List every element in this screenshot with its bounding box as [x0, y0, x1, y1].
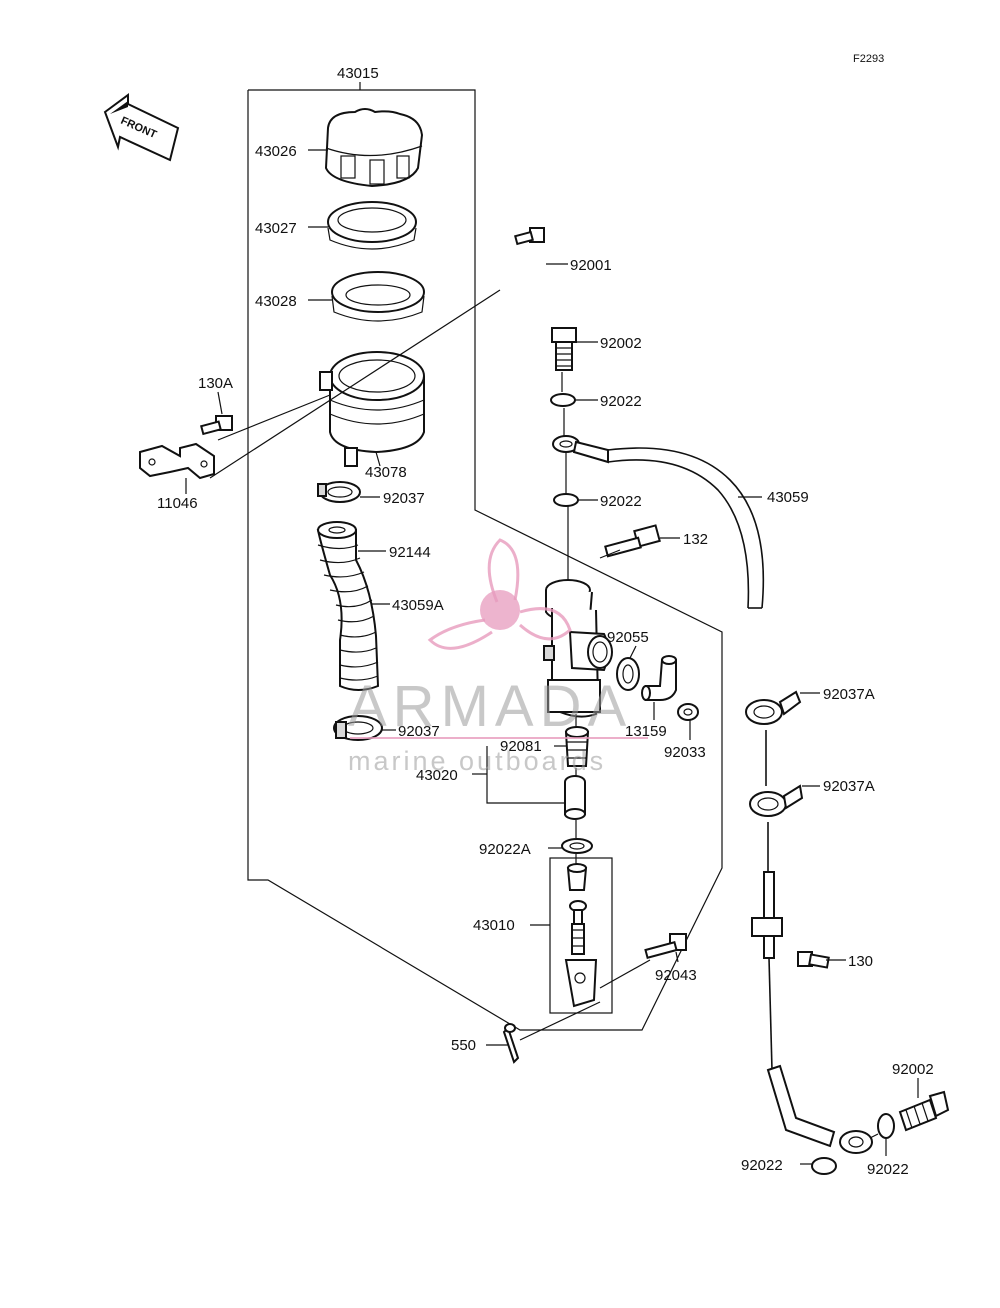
propeller-icon — [427, 538, 572, 650]
piston-43020 — [564, 775, 586, 820]
grommet-92037A-upper — [745, 690, 802, 725]
label-92002-top: 92002 — [600, 335, 642, 352]
brake-hose — [607, 447, 765, 609]
label-11046: 11046 — [157, 495, 198, 512]
banjo-bolt-bottom — [898, 1090, 950, 1132]
cotter-pin-550 — [502, 1023, 520, 1064]
label-92022-a: 92022 — [600, 393, 642, 410]
label-43078: 43078 — [365, 464, 407, 481]
o-ring-92055 — [616, 657, 640, 691]
washer-92022-bottom-right — [877, 1113, 895, 1139]
label-92001: 92001 — [570, 257, 612, 274]
front-arrow-icon: FRONT — [103, 93, 180, 162]
assembly-outline-43010 — [549, 857, 613, 1014]
label-43028: 43028 — [255, 293, 297, 310]
elbow-fitting-13159 — [641, 655, 677, 701]
hose-clamp-upper — [317, 481, 361, 503]
label-130A: 130A — [198, 375, 233, 392]
label-92037-b: 92037 — [398, 723, 440, 740]
reservoir-cap — [324, 108, 424, 188]
push-rod-assembly — [564, 863, 598, 1008]
label-13159: 13159 — [625, 723, 667, 740]
label-43015: 43015 — [337, 65, 379, 82]
label-92022A: 92022A — [479, 841, 531, 858]
lower-brake-hose — [751, 730, 873, 1154]
boot-92081 — [564, 726, 590, 767]
label-92037A-b: 92037A — [823, 778, 875, 795]
label-92033: 92033 — [664, 744, 706, 761]
label-132: 132 — [683, 531, 708, 548]
label-92055: 92055 — [607, 629, 649, 646]
bolt-130 — [797, 951, 830, 969]
label-550: 550 — [451, 1037, 476, 1054]
bolt-92043 — [644, 933, 687, 959]
watermark-title: ARMADA — [348, 674, 632, 739]
reservoir — [319, 351, 425, 467]
watermark: ARMADA marine outboards — [348, 538, 648, 776]
grommet-92037A-lower — [749, 784, 804, 817]
watermark-subtitle: marine outboards — [348, 746, 606, 776]
bolt-130A — [200, 415, 233, 436]
label-92002-bottom: 92002 — [892, 1061, 934, 1078]
label-92043: 92043 — [655, 967, 697, 984]
reservoir-hose — [316, 521, 380, 691]
mounting-bracket — [139, 442, 215, 480]
label-92144: 92144 — [389, 544, 431, 561]
figure-code: F2293 — [853, 53, 884, 65]
part-labels: 43015 43026 43027 43028 92001 92002 9202… — [157, 65, 934, 1178]
circlip-92022A — [561, 838, 593, 854]
label-130: 130 — [848, 953, 873, 970]
label-92037A-a: 92037A — [823, 686, 875, 703]
diaphragm — [331, 271, 425, 322]
assembly-outline-43015 — [247, 82, 723, 1031]
washer-92022-bottom-left — [811, 1157, 837, 1175]
label-92037-a: 92037 — [383, 490, 425, 507]
banjo-bolt-top — [551, 327, 577, 371]
label-43026: 43026 — [255, 143, 297, 160]
diaphragm-plate — [327, 201, 417, 250]
clip-92033 — [677, 703, 699, 721]
label-43010: 43010 — [473, 917, 515, 934]
label-43020: 43020 — [416, 767, 458, 784]
leader-lines — [185, 149, 919, 1165]
washer-92022-second — [553, 493, 579, 507]
washer-92022-top — [550, 393, 576, 407]
label-43027: 43027 — [255, 220, 297, 237]
hose-clamp-lower — [333, 715, 383, 741]
label-92022-d: 92022 — [867, 1161, 909, 1178]
label-92022-b: 92022 — [600, 493, 642, 510]
banjo-fitting-upper — [552, 435, 609, 464]
label-43059: 43059 — [767, 489, 809, 506]
bolt-132 — [604, 524, 661, 558]
propeller-hub — [480, 590, 520, 630]
label-92022-c: 92022 — [741, 1157, 783, 1174]
label-92081: 92081 — [500, 738, 542, 755]
label-43059A: 43059A — [392, 597, 444, 614]
bolt-92001 — [514, 227, 545, 246]
